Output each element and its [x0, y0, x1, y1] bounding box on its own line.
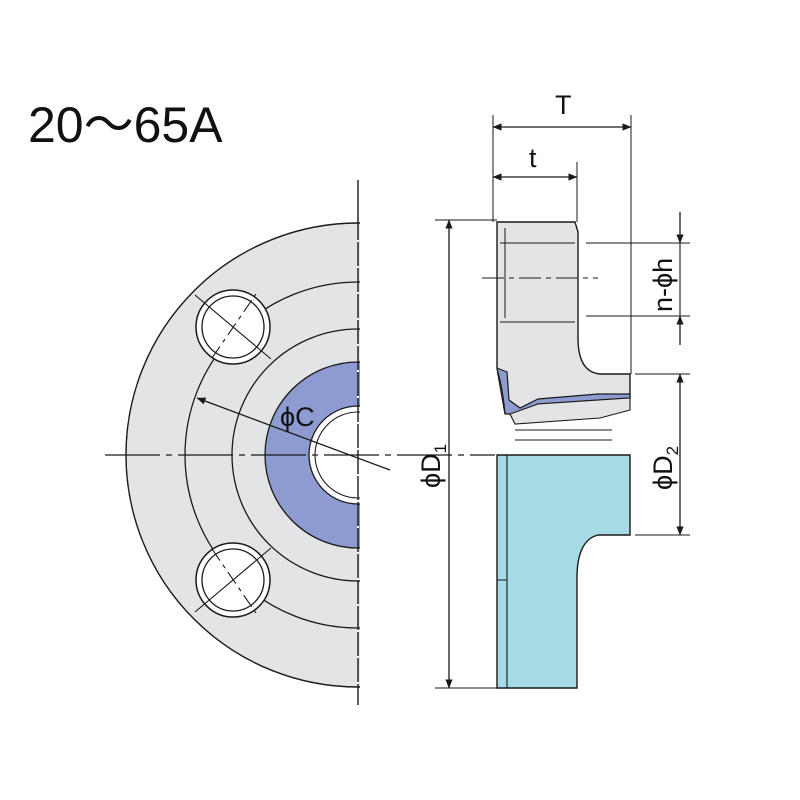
svg-text:ϕD1: ϕD1	[416, 444, 450, 488]
label-nh: n-ϕh	[648, 258, 678, 312]
label-t: t	[529, 143, 537, 173]
svg-text:ϕD2: ϕD2	[648, 446, 682, 490]
pipe-section	[496, 454, 631, 689]
hub-band	[509, 397, 631, 425]
label-D1: ϕD	[416, 453, 446, 488]
label-D2-subscript: 2	[663, 446, 682, 455]
label-D1-subscript: 1	[431, 444, 450, 453]
label-c: ϕC	[280, 402, 315, 432]
bolt-hole-top	[194, 289, 272, 365]
label-T: T	[555, 90, 572, 120]
label-D2: ϕD	[648, 455, 678, 490]
page-title: 20～65A	[28, 97, 223, 153]
bolt-hole-bottom	[194, 542, 272, 618]
flange-body-section	[496, 221, 631, 414]
side-section-view: T t ϕD1 n-ϕh ϕD2	[416, 90, 690, 689]
front-view: ϕC	[105, 180, 495, 705]
pcd-dimension-line	[196, 397, 391, 471]
